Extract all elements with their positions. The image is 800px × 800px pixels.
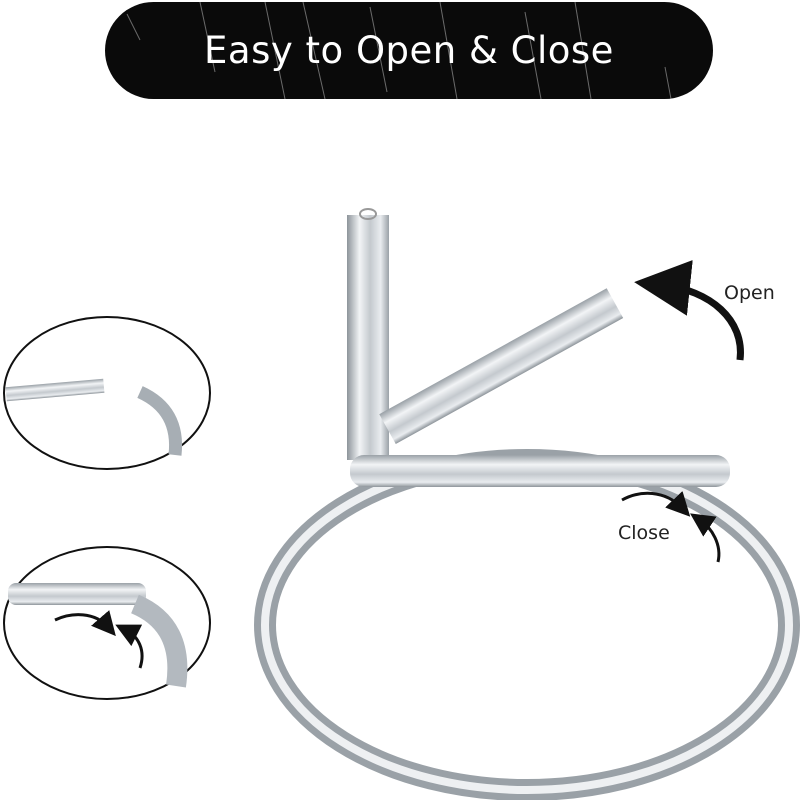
open-arrow-icon xyxy=(634,260,744,361)
close-label: Close xyxy=(618,522,670,544)
closed-bar xyxy=(350,455,730,487)
vertical-shaft xyxy=(347,215,389,460)
banner-title: Easy to Open & Close xyxy=(204,29,614,72)
open-arm xyxy=(379,288,624,444)
ring xyxy=(254,449,800,800)
title-banner: Easy to Open & Close xyxy=(105,2,713,99)
close-arrow-icon xyxy=(621,491,691,517)
open-label: Open xyxy=(724,282,775,304)
detail-close-circle xyxy=(3,546,211,700)
close-arrow-icon-2 xyxy=(690,513,721,563)
rain-streaks-decoration xyxy=(126,2,672,99)
detail-open-circle xyxy=(3,316,211,470)
